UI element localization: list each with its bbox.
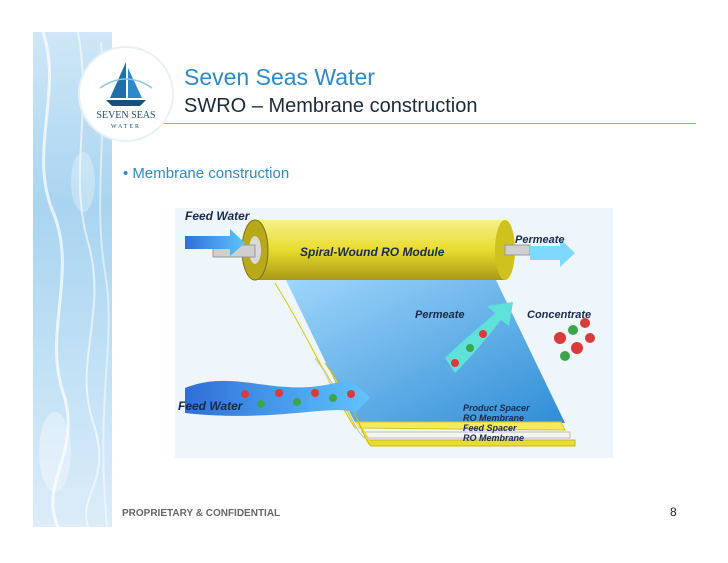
feed-water-bottom-label: Feed Water: [178, 399, 244, 413]
membrane-diagram: Feed Water Spiral-Wound RO Module Permea…: [165, 198, 613, 463]
bullet-item: • Membrane construction: [123, 165, 290, 182]
seven-seas-logo: SEVEN SEAS WATER: [80, 48, 172, 140]
svg-text:WATER: WATER: [111, 124, 141, 130]
permeate-mid-label: Permeate: [415, 309, 465, 321]
layer-label-feed-spacer: Feed Spacer: [463, 423, 517, 433]
page-title: Seven Seas Water: [184, 64, 375, 90]
permeate-top-label: Permeate: [515, 234, 565, 246]
layer-label-ro-membrane-2: RO Membrane: [463, 433, 524, 443]
module-label: Spiral-Wound RO Module: [300, 245, 445, 259]
feed-water-top-label: Feed Water: [185, 209, 251, 223]
ro-module-cylinder: [255, 220, 505, 280]
page-subtitle: SWRO – Membrane construction: [184, 95, 478, 117]
layer-label-ro-membrane-1: RO Membrane: [463, 413, 524, 423]
page-number: 8: [670, 505, 677, 519]
confidential-footer: PROPRIETARY & CONFIDENTIAL: [122, 508, 281, 519]
header-divider: [112, 123, 696, 124]
layer-label-product-spacer: Product Spacer: [463, 403, 530, 413]
header-band: [112, 32, 696, 124]
svg-text:SEVEN SEAS: SEVEN SEAS: [96, 110, 155, 121]
concentrate-label: Concentrate: [527, 309, 591, 321]
